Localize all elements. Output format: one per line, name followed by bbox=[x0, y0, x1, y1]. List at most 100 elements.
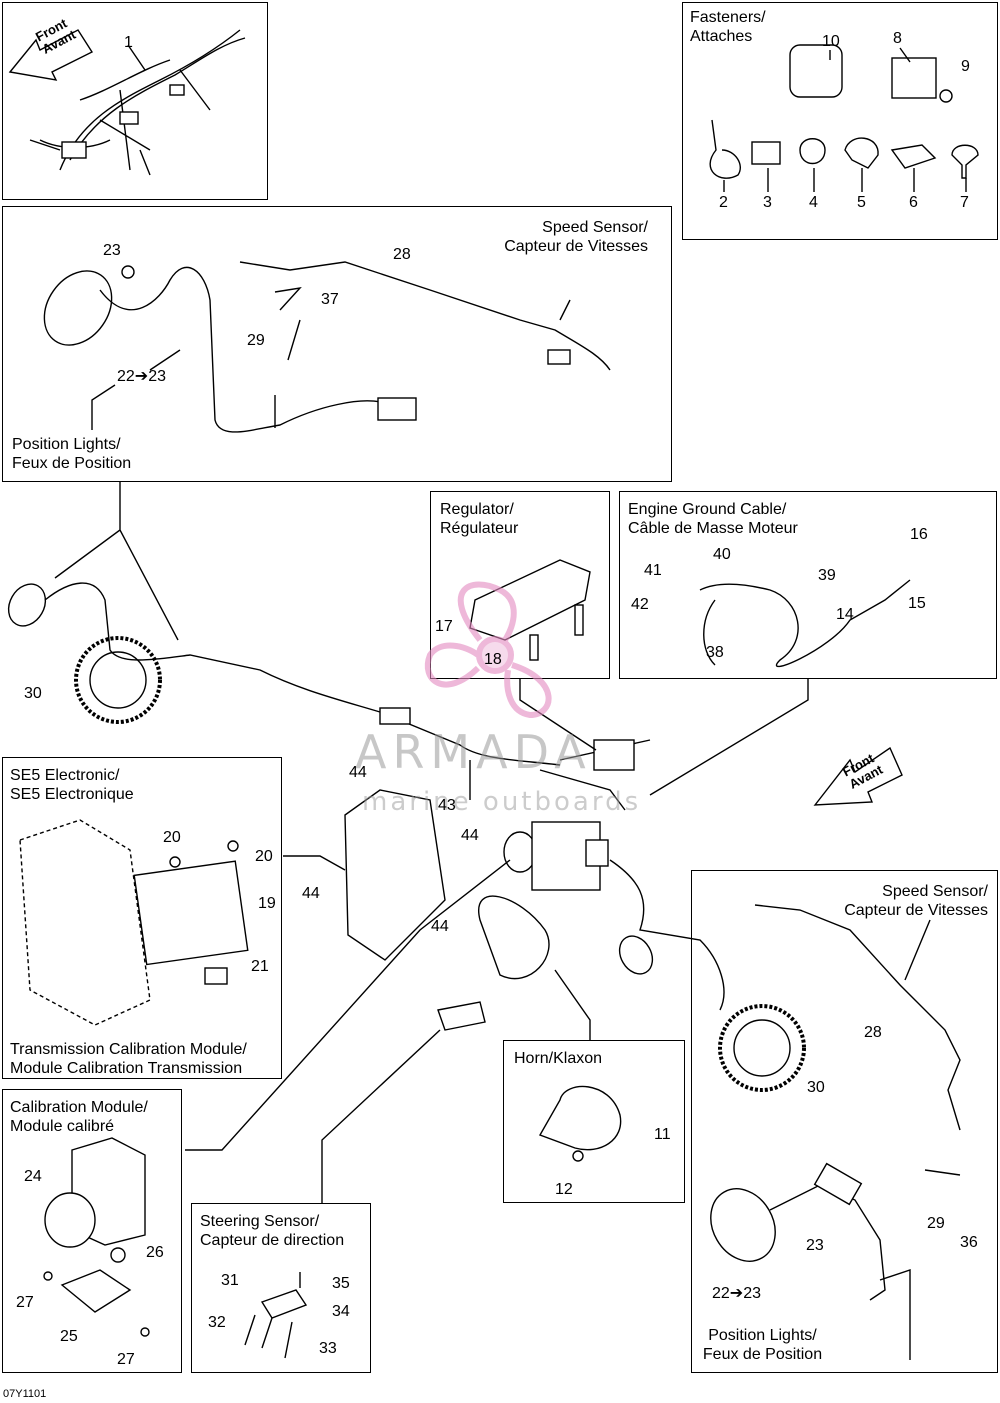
se5-module-icon bbox=[133, 860, 249, 966]
callout-38: 38 bbox=[706, 644, 724, 661]
arrow-label-right: 22➔23 bbox=[712, 1285, 761, 1302]
callout-41: 41 bbox=[644, 562, 662, 579]
callout-44c: 44 bbox=[302, 885, 320, 902]
callout-29-top: 29 bbox=[247, 332, 265, 349]
position-light-right-icon bbox=[710, 1188, 776, 1262]
callout-4: 4 bbox=[809, 194, 818, 211]
calibration-module-icon bbox=[43, 1137, 150, 1337]
callout-23-right: 23 bbox=[806, 1237, 824, 1254]
callout-11: 11 bbox=[654, 1126, 671, 1143]
regulator-title: Regulator/Régulateur bbox=[440, 501, 519, 537]
position-light-mid-icon bbox=[7, 583, 47, 627]
hose-clamp-icon bbox=[799, 138, 826, 165]
callout-20b: 20 bbox=[255, 848, 273, 865]
callout-40: 40 bbox=[713, 546, 731, 563]
abs-module-center-icon bbox=[503, 739, 651, 891]
callout-27b: 27 bbox=[117, 1351, 135, 1368]
callout-24: 24 bbox=[24, 1168, 42, 1185]
clip-3-icon bbox=[751, 141, 781, 165]
push-rivet-icon bbox=[951, 144, 979, 179]
steering-box bbox=[191, 1203, 371, 1373]
callout-8: 8 bbox=[893, 30, 902, 47]
ground-cable-box bbox=[619, 491, 997, 679]
ground-cable-title: Engine Ground Cable/Câble de Masse Moteu… bbox=[628, 501, 798, 537]
horn-box bbox=[503, 1040, 685, 1203]
callout-42: 42 bbox=[631, 596, 649, 613]
horn-icon bbox=[538, 1085, 622, 1151]
callout-23-top: 23 bbox=[103, 242, 121, 259]
steering-sensor-center-icon bbox=[437, 1001, 486, 1031]
callout-31: 31 bbox=[221, 1272, 239, 1289]
se5-frame-icon bbox=[19, 819, 151, 1026]
callout-28-right: 28 bbox=[864, 1024, 882, 1041]
callout-18: 18 bbox=[484, 651, 502, 668]
callout-1: 1 bbox=[124, 34, 133, 51]
drawing-code: 07Y1101 bbox=[3, 1388, 47, 1400]
callout-25: 25 bbox=[60, 1328, 78, 1345]
arrow-label-top: 22➔23 bbox=[117, 368, 166, 385]
callout-30-right: 30 bbox=[807, 1079, 825, 1096]
horn-title: Horn/Klaxon bbox=[514, 1050, 603, 1067]
position-lights-right-title: Position Lights/Feux de Position bbox=[702, 1327, 823, 1363]
callout-6: 6 bbox=[909, 194, 918, 211]
regulator-icon bbox=[469, 559, 591, 641]
fasteners-title: Fasteners/Attaches bbox=[690, 9, 766, 45]
bracket-icon bbox=[344, 789, 446, 961]
speed-sensor-right-title: Speed Sensor/Capteur de Vitesses bbox=[844, 883, 988, 919]
callout-10: 10 bbox=[822, 33, 840, 50]
callout-44a: 44 bbox=[349, 764, 367, 781]
position-lights-top-title: Position Lights/Feux de Position bbox=[12, 436, 132, 472]
callout-35: 35 bbox=[332, 1275, 350, 1292]
callout-37: 37 bbox=[321, 291, 339, 308]
steering-title: Steering Sensor/Capteur de direction bbox=[200, 1213, 345, 1249]
callout-27a: 27 bbox=[16, 1294, 34, 1311]
calibration-title: Calibration Module/Module calibré bbox=[10, 1099, 148, 1135]
callout-28-top: 28 bbox=[393, 246, 411, 263]
se5-box bbox=[2, 757, 282, 1079]
callout-32: 32 bbox=[208, 1314, 226, 1331]
callout-9: 9 bbox=[961, 58, 970, 75]
callout-3: 3 bbox=[763, 194, 772, 211]
speed-sensor-top-title: Speed Sensor/Capteur de Vitesses bbox=[504, 219, 648, 255]
bracket-clip-icon bbox=[891, 57, 937, 99]
fasteners-box bbox=[682, 2, 998, 240]
callout-34: 34 bbox=[332, 1303, 350, 1320]
callout-7: 7 bbox=[960, 194, 969, 211]
calibration-box bbox=[2, 1089, 182, 1373]
callout-15: 15 bbox=[908, 595, 926, 612]
callout-43: 43 bbox=[438, 797, 456, 814]
front-arrow-icon bbox=[8, 29, 94, 81]
callout-39: 39 bbox=[818, 567, 836, 584]
callout-21: 21 bbox=[251, 958, 269, 975]
callout-14: 14 bbox=[836, 606, 854, 623]
regulator-box bbox=[430, 491, 610, 679]
callout-33: 33 bbox=[319, 1340, 337, 1357]
watermark-tagline: marine outboards bbox=[362, 787, 642, 817]
callout-29-right: 29 bbox=[927, 1215, 945, 1232]
steering-sensor-icon bbox=[260, 1289, 308, 1319]
p-clip-icon bbox=[844, 137, 879, 169]
callout-16: 16 bbox=[910, 526, 928, 543]
se5-footer: Transmission Calibration Module/Module C… bbox=[10, 1041, 247, 1077]
callout-26: 26 bbox=[146, 1244, 164, 1261]
wire-harness-icon bbox=[29, 29, 246, 176]
speed-sensor-right-box bbox=[691, 870, 998, 1373]
callout-20a: 20 bbox=[163, 829, 181, 846]
callout-5: 5 bbox=[857, 194, 866, 211]
callout-44d: 44 bbox=[431, 918, 449, 935]
callout-12: 12 bbox=[555, 1181, 573, 1198]
cable-tie-icon bbox=[709, 119, 741, 179]
callout-17: 17 bbox=[435, 618, 453, 635]
harness-box bbox=[2, 2, 268, 200]
tone-ring-mid-icon bbox=[74, 636, 162, 724]
watermark-brand: ARMADA bbox=[355, 725, 592, 779]
speed-sensor-top-box bbox=[2, 206, 672, 482]
callout-30-left: 30 bbox=[24, 685, 42, 702]
callout-2: 2 bbox=[719, 194, 728, 211]
nut-icon bbox=[939, 89, 953, 103]
horn-center-icon bbox=[478, 895, 550, 980]
callout-36: 36 bbox=[960, 1234, 978, 1251]
position-light-top-icon bbox=[43, 270, 113, 346]
se5-title: SE5 Electronic/SE5 Electronique bbox=[10, 767, 134, 803]
